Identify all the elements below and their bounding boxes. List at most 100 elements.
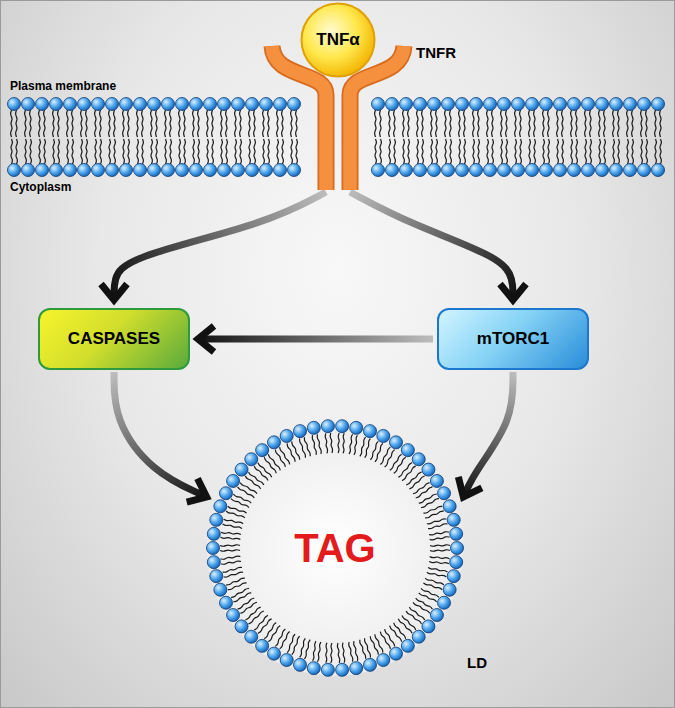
lipid-tail <box>409 476 424 489</box>
lipid-tail <box>641 110 642 137</box>
lipid-tail <box>58 139 59 164</box>
lipid-tail <box>212 139 213 164</box>
lipid-tail <box>501 139 502 164</box>
lipid-tail <box>492 110 493 137</box>
lipid-tail <box>394 110 395 137</box>
lipid-head <box>430 474 443 487</box>
lipid-tail <box>142 139 143 164</box>
lipid-head <box>484 98 497 111</box>
monolayer-heads <box>207 420 464 677</box>
lipid-tail <box>72 110 73 137</box>
lipid-tail <box>534 110 535 137</box>
lipid-tail <box>240 139 241 164</box>
lipid-tail <box>398 463 412 478</box>
lipid-tail <box>428 524 447 529</box>
lipid-head <box>443 500 456 513</box>
lipid-tail <box>317 434 321 454</box>
lipid-tail <box>233 494 251 503</box>
lipid-tail <box>585 110 586 137</box>
lipid-head <box>554 98 567 111</box>
lipid-tail <box>660 139 661 164</box>
arrow-connector <box>350 192 526 300</box>
lipid-tail <box>268 110 269 137</box>
lipid-tail <box>254 139 255 164</box>
lipid-head <box>443 583 456 596</box>
lipid-tail <box>280 632 290 649</box>
lipid-head <box>92 98 105 111</box>
lipid-head <box>148 164 161 177</box>
lipid-tail <box>277 110 278 137</box>
lipid-head <box>120 164 133 177</box>
lipid-tail <box>408 110 409 137</box>
lipid-tail <box>618 110 619 137</box>
lipid-tail <box>220 545 240 547</box>
lipid-tail <box>156 110 157 137</box>
lipid-tail <box>487 139 488 164</box>
lipid-tail <box>312 435 316 455</box>
lipid-head <box>210 513 223 526</box>
lipid-tail <box>338 433 339 453</box>
lipid-tail <box>627 110 628 137</box>
lipid-tail <box>520 110 521 137</box>
arrow-shaft <box>114 192 326 296</box>
lipid-tail <box>529 139 530 164</box>
lipid-tail <box>431 139 432 164</box>
lipid-head <box>64 98 77 111</box>
arrow-head <box>101 284 127 300</box>
lipid-tail <box>280 447 290 464</box>
lipid-head <box>540 98 553 111</box>
lipid-tail <box>114 110 115 137</box>
lipid-head <box>554 164 567 177</box>
lipid-tail <box>430 550 450 552</box>
lipid-tail <box>394 623 406 639</box>
lipid-tail <box>478 110 479 137</box>
lipid-tail <box>515 110 516 137</box>
lipid-tail <box>430 557 450 559</box>
lipid-tail <box>224 519 243 524</box>
lipid-head <box>456 164 469 177</box>
lipid-head <box>447 513 460 526</box>
lipid-tail <box>473 139 474 164</box>
lipid-heads <box>8 98 665 177</box>
lipid-head <box>256 639 269 652</box>
lipid-head <box>227 609 240 622</box>
lipid-head <box>260 98 273 111</box>
lipid-tail <box>165 139 166 164</box>
lipid-tail <box>86 139 87 164</box>
lipid-tail <box>128 139 129 164</box>
lipid-tail <box>394 139 395 164</box>
lipid-tail <box>263 139 264 164</box>
lipid-head <box>372 98 385 111</box>
lipid-head <box>638 98 651 111</box>
lipid-tail <box>296 139 297 164</box>
lipid-tail <box>421 499 439 508</box>
lipid-tail <box>375 443 383 461</box>
lipid-tail <box>349 434 352 454</box>
lipid-tail <box>198 110 199 137</box>
lipid-tail <box>53 139 54 164</box>
node-label: mTORC1 <box>477 329 549 349</box>
lipid-tail <box>459 110 460 137</box>
lipid-head <box>414 98 427 111</box>
lipid-head <box>307 421 320 434</box>
lipid-tail <box>365 439 371 458</box>
receptor-arm-edge <box>272 46 326 190</box>
lipid-head <box>50 98 63 111</box>
lipid-head <box>450 527 463 540</box>
lipid-tail <box>81 139 82 164</box>
lipid-head <box>470 164 483 177</box>
lipid-tail <box>39 139 40 164</box>
lipid-tail <box>123 139 124 164</box>
lipid-tail <box>422 139 423 164</box>
lipid-head <box>610 98 623 111</box>
lipid-tails <box>11 110 662 164</box>
lipid-tail <box>428 567 447 572</box>
lipid-head <box>148 98 161 111</box>
lipid-head <box>176 98 189 111</box>
lipid-tail <box>590 110 591 137</box>
lipid-tail <box>655 139 656 164</box>
lipid-head <box>134 98 147 111</box>
lipid-head <box>400 98 413 111</box>
lipid-head <box>438 487 451 500</box>
lipid-head <box>610 164 623 177</box>
